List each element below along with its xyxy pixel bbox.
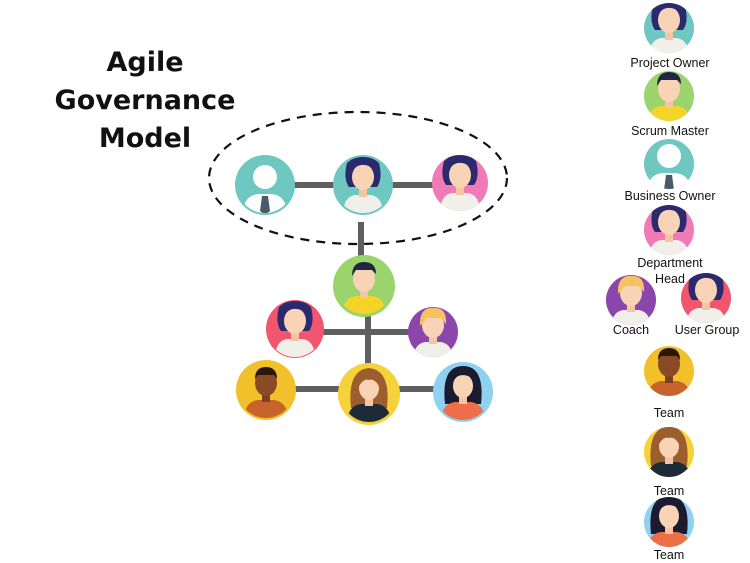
legend-label-team-1: Team [653,406,685,420]
legend-project-owner-avatar [644,3,694,53]
legend-user-group-avatar [681,273,731,323]
scrum-master-node [333,255,395,317]
legend-label-user-group: User Group [674,323,740,337]
legend-coach-avatar [606,275,656,325]
legend-business-owner-avatar [644,139,694,189]
legend-label-coach: Coach [612,323,650,337]
leadership-group-outline [207,110,509,246]
coach-node [408,307,458,357]
connector-lines [292,182,436,392]
title-line-2: Governance [54,85,236,116]
user-group-node [266,300,324,358]
team-member-node-3 [433,362,493,422]
legend-label-business-owner: Business Owner [624,189,716,203]
legend-label-team-3: Team [653,548,685,562]
legend-team-avatar-1 [644,346,694,396]
legend-team-avatar-2 [644,427,694,477]
department-head-node [432,155,488,211]
title-line-3: Model [98,123,192,154]
team-member-node-1 [236,360,296,420]
legend-label-project-owner: Project Owner [630,56,710,70]
legend-scrum-master-avatar [644,71,694,121]
project-owner-node [333,155,393,215]
legend-department-head-avatar [644,205,694,255]
business-owner-node [235,155,295,215]
legend-label-scrum-master: Scrum Master [631,124,709,138]
legend-label-team-2: Team [653,484,685,498]
legend-team-avatar-3 [644,497,694,547]
legend-label-department-head: Department Head [637,256,703,286]
title-line-1: Agile [106,47,184,78]
team-member-node-2 [338,363,400,425]
diagram-title: Agile Governance Model [40,44,250,158]
